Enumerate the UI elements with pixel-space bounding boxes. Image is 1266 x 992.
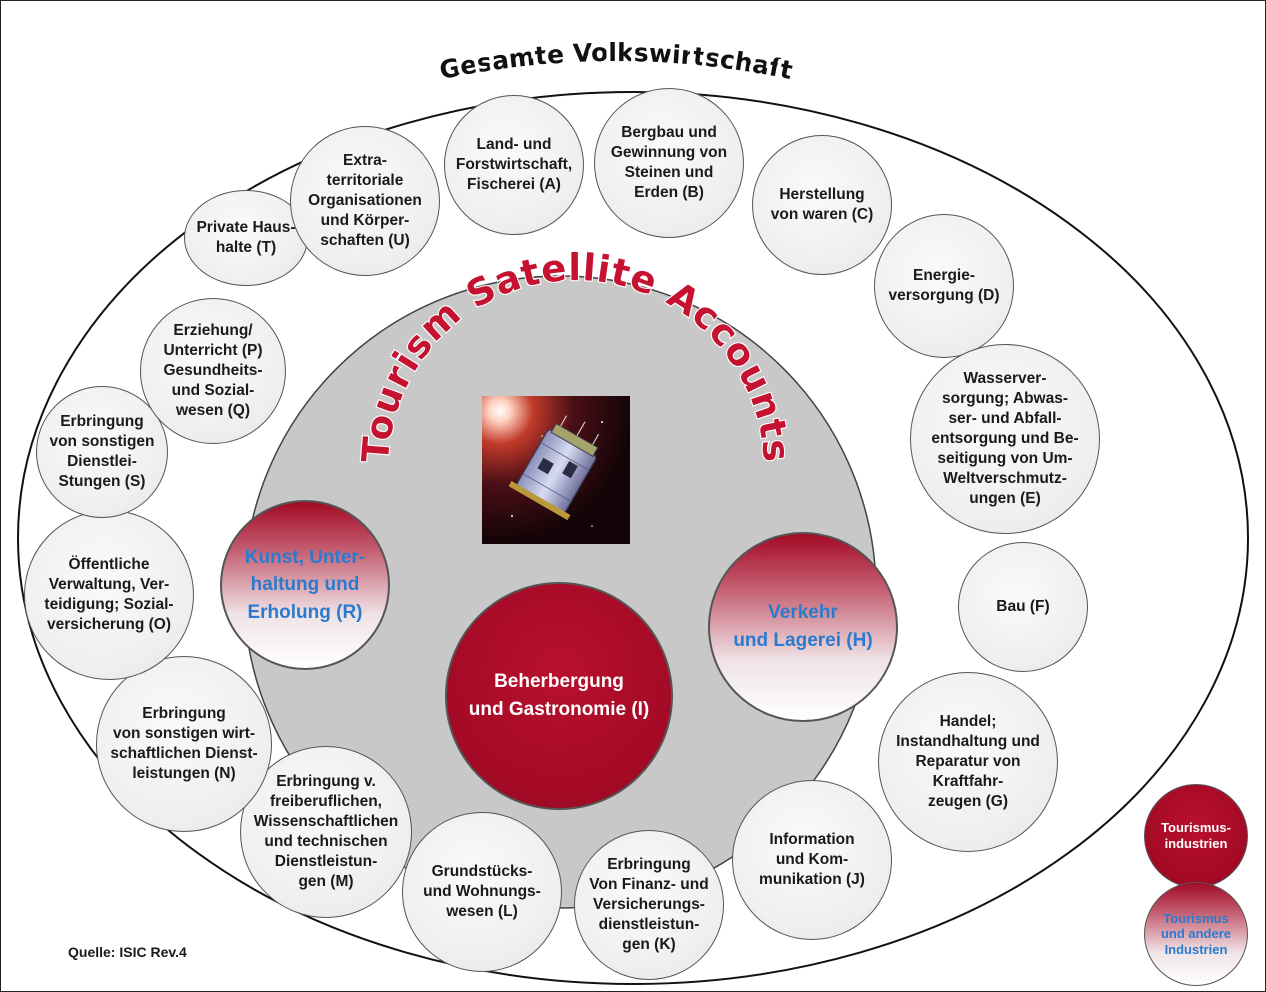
sector-wirtschaftliche-dienstleistungen: Erbringung von sonstigen wirt- schaftlic… bbox=[96, 656, 272, 832]
sector-finanz-versicherung: Erbringung Von Finanz- und Versicherungs… bbox=[574, 830, 724, 980]
sector-herstellung-waren: Herstellung von waren (C) bbox=[752, 135, 892, 275]
sector-oeffentliche-verwaltung: Öffentliche Verwaltung, Ver- teidigung; … bbox=[24, 510, 194, 680]
sector-bau: Bau (F) bbox=[958, 542, 1088, 672]
outer-title: Gesamte Volkswirtschaft bbox=[437, 38, 795, 85]
sector-energieversorgung: Energie- versorgung (D) bbox=[874, 214, 1014, 358]
tourism-sector-verkehr-lagerei: Verkehr und Lagerei (H) bbox=[708, 532, 898, 722]
sector-sonstige-dienstleistungen: Erbringung von sonstigen Dienstlei- Stun… bbox=[36, 386, 168, 518]
sector-private-haushalte: Private Haus- halte (T) bbox=[184, 190, 308, 286]
legend-tourism-and-other-industries: Tourismus und andere Industrien bbox=[1144, 882, 1248, 986]
satellite-photo-icon bbox=[482, 396, 630, 544]
sector-bergbau: Bergbau und Gewinnung von Steinen und Er… bbox=[594, 88, 744, 238]
sector-freiberufliche-dienstleistungen: Erbringung v. freiberuflichen, Wissensch… bbox=[240, 746, 412, 918]
legend-tourism-industries: Tourismus- industrien bbox=[1144, 784, 1248, 888]
sector-grundstuecke-wohnungswesen: Grundstücks- und Wohnungs- wesen (L) bbox=[402, 812, 562, 972]
sector-erziehung-gesundheit: Erziehung/ Unterricht (P) Gesundheits- u… bbox=[140, 298, 286, 444]
tourism-sector-kunst-unterhaltung: Kunst, Unter- haltung und Erholung (R) bbox=[220, 500, 390, 670]
sector-extraterritoriale-organisationen: Extra- territoriale Organisationen und K… bbox=[290, 126, 440, 276]
sector-information-kommunikation: Information und Kom- munikation (J) bbox=[732, 780, 892, 940]
tourism-sector-beherbergung-gastronomie: Beherbergung und Gastronomie (I) bbox=[445, 582, 673, 810]
sector-land-forstwirtschaft: Land- und Forstwirtschaft, Fischerei (A) bbox=[444, 95, 584, 235]
sector-handel: Handel; Instandhaltung und Reparatur von… bbox=[878, 672, 1058, 852]
sector-wasserversorgung: Wasserver- sorgung; Abwas- ser- und Abfa… bbox=[910, 344, 1100, 534]
source-note: Quelle: ISIC Rev.4 bbox=[68, 944, 187, 960]
